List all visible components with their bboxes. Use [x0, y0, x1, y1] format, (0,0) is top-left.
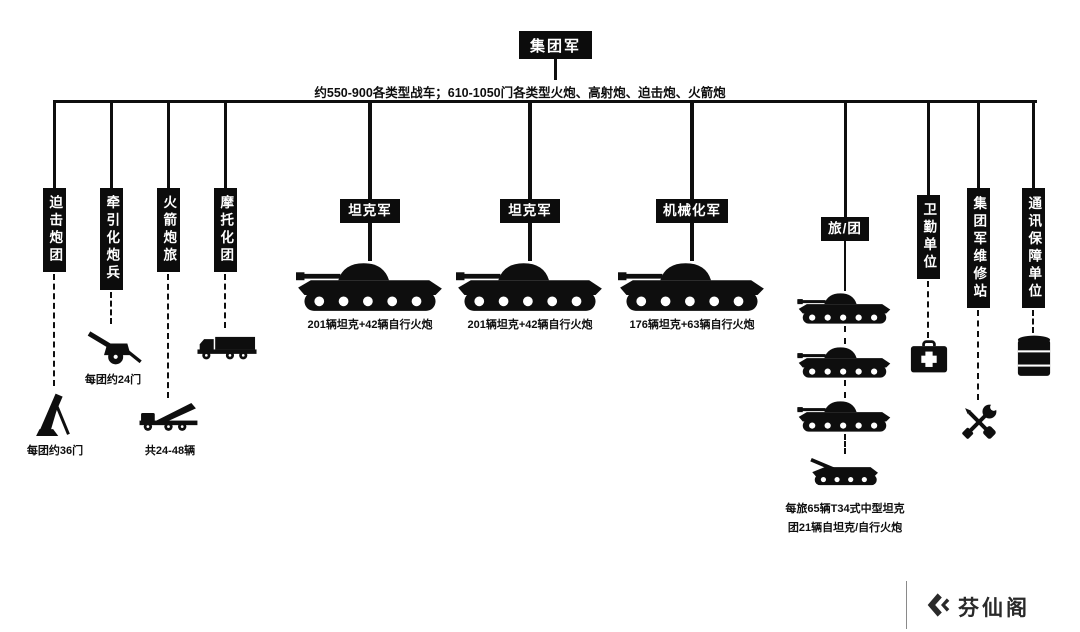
- dashed-connector: [53, 274, 55, 386]
- unit-box-motorized-regiment: 摩托化团: [214, 188, 237, 272]
- unit-box-tank-corps-2: 坦克军: [500, 199, 560, 223]
- mortar-icon: [31, 388, 77, 438]
- unit-box-mortar-regiment: 迫击炮团: [43, 188, 66, 272]
- dashed-connector: [844, 326, 846, 344]
- unit-box-rocket-brigade: 火箭炮旅: [157, 188, 180, 272]
- connector-line: [690, 100, 694, 199]
- dashed-connector: [110, 292, 112, 324]
- connector-line: [224, 100, 227, 188]
- dashed-connector: [224, 274, 226, 328]
- connector-line: [927, 100, 930, 195]
- army-summary-text: 约550-900各类型战车；610-1050门各类型火炮、高射炮、迫击炮、火箭炮: [314, 86, 726, 100]
- connector-line: [844, 100, 847, 217]
- connector-rail: [56, 100, 1037, 103]
- dashed-connector: [1032, 310, 1034, 333]
- connector-line: [844, 241, 846, 291]
- repair-tools-icon: [959, 402, 999, 442]
- brigade-note-line1: 每旅65辆T34式中型坦克: [785, 503, 905, 515]
- connector-line: [368, 100, 372, 199]
- unit-box-repair-station: 集团军维修站: [967, 188, 990, 308]
- tank-icon: [618, 258, 766, 313]
- self-propelled-gun-icon: [807, 456, 882, 487]
- field-howitzer-icon: [84, 326, 144, 366]
- unit-box-mechanized-corps: 机械化军: [656, 199, 728, 223]
- tank-icon: [797, 344, 892, 379]
- mechanized-corps-note: 176辆坦克+63辆自行火炮: [629, 319, 755, 331]
- connector-line: [110, 100, 113, 188]
- tank-icon: [797, 290, 892, 325]
- dashed-connector: [927, 281, 929, 338]
- dashed-connector: [167, 274, 169, 398]
- connector-line: [53, 100, 56, 188]
- first-aid-kit-icon: [910, 340, 948, 374]
- connector-line: [1032, 100, 1035, 188]
- unit-box-tank-corps-1: 坦克军: [340, 199, 400, 223]
- connector-line: [554, 59, 557, 80]
- tank-corps-1-note: 201辆坦克+42辆自行火炮: [307, 319, 433, 331]
- watermark-divider: [906, 581, 907, 629]
- rocket-count-note: 共24-48辆: [144, 445, 196, 457]
- tank-icon: [296, 258, 444, 313]
- connector-line: [528, 223, 532, 261]
- connector-line: [977, 100, 980, 188]
- dashed-connector: [977, 310, 979, 400]
- howitzer-count-note: 每团约24门: [84, 374, 142, 386]
- connector-line: [167, 100, 170, 188]
- tank-icon: [456, 258, 604, 313]
- mortar-count-note: 每团约36门: [26, 445, 84, 457]
- connector-line: [368, 223, 372, 261]
- dashed-connector: [844, 380, 846, 398]
- truck-icon: [196, 330, 258, 363]
- root-unit-box: 集团军: [519, 31, 592, 59]
- supply-drum-icon: [1016, 334, 1052, 378]
- dashed-connector: [844, 434, 846, 454]
- connector-line: [690, 223, 694, 261]
- unit-box-medical-unit: 卫勤单位: [917, 195, 940, 279]
- root-unit-label: 集团军: [529, 37, 581, 55]
- brigade-note-line2: 团21辆自坦克/自行火炮: [787, 521, 903, 534]
- watermark-brand: 芬仙阁: [958, 597, 1030, 620]
- unit-box-signal-support-unit: 通讯保障单位: [1022, 188, 1045, 308]
- quote-logo-icon: [921, 590, 951, 620]
- rocket-launcher-truck-icon: [138, 399, 202, 433]
- connector-line: [528, 100, 532, 199]
- tank-icon: [797, 398, 892, 433]
- unit-box-towed-artillery: 牵引化炮兵: [100, 188, 123, 290]
- brigade-note: 每旅65辆T34式中型坦克 团21辆自坦克/自行火炮: [785, 500, 904, 537]
- unit-box-brigade-regiment: 旅/团: [821, 217, 869, 241]
- tank-corps-2-note: 201辆坦克+42辆自行火炮: [467, 319, 593, 331]
